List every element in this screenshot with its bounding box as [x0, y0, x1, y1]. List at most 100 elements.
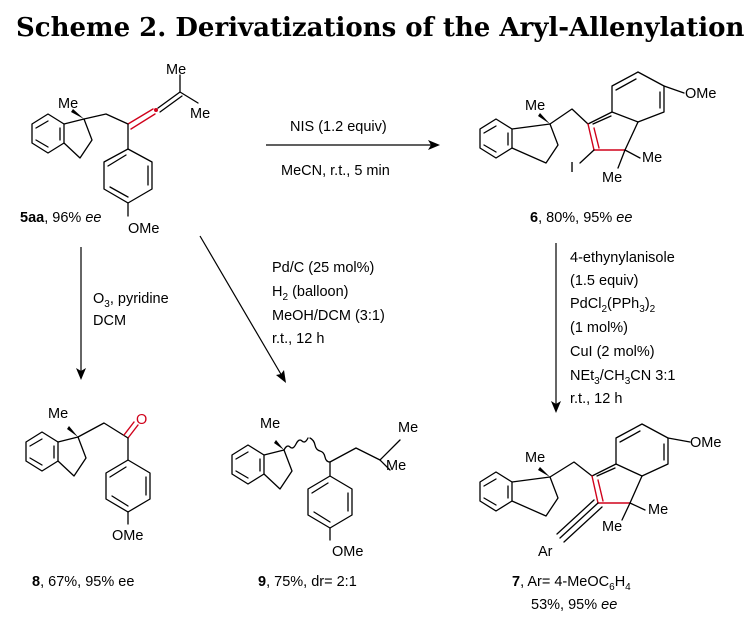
methoxy-label: OMe — [112, 528, 143, 544]
compound-7-structure: Me OMe Ar Me Me — [479, 423, 721, 560]
bond — [511, 123, 559, 164]
arrow-to-6 — [266, 140, 440, 150]
compound-6-structure: Me OMe I Me Me — [479, 71, 716, 186]
condition-nis: NIS (1.2 equiv) — [290, 119, 387, 135]
compound-yield: , 67%, 95% ee — [40, 574, 134, 590]
bond — [663, 85, 685, 94]
compound-id: 6 — [530, 210, 538, 226]
compound-5aa-label: 5aa, 96% ee — [20, 210, 101, 226]
methyl-label: Me — [190, 106, 210, 122]
methyl-label: Me — [648, 502, 668, 518]
compound-9-structure: Me Me Me OMe — [231, 416, 418, 560]
bond — [615, 423, 669, 477]
wedge-bond — [274, 440, 284, 450]
bond — [83, 113, 129, 125]
bond — [667, 437, 691, 443]
alkene-bond — [593, 127, 600, 149]
compound-yield: , 80%, 95% — [538, 210, 616, 226]
wedge-bond — [71, 109, 84, 119]
subscript: 6 — [609, 582, 615, 593]
wedge-bond — [538, 467, 550, 477]
carbonyl-bond — [127, 424, 139, 439]
methyl-label: Me — [602, 170, 622, 186]
methyl-label: Me — [642, 150, 662, 166]
condition-cui: CuI (2 mol%) — [570, 344, 655, 360]
compound-6-label: 6, 80%, 95% ee — [530, 210, 632, 226]
compound-ar-def: , Ar= 4-MeOC — [520, 574, 609, 590]
bond — [109, 466, 147, 507]
ee-label: ee — [616, 210, 632, 226]
compound-7-yield: 53%, 95% ee — [531, 597, 617, 613]
bond — [621, 502, 646, 521]
bond — [596, 467, 616, 477]
ee-label: ee — [85, 210, 101, 226]
oxygen-label: O — [136, 412, 147, 428]
bond — [629, 475, 643, 504]
bond — [549, 461, 593, 478]
methoxy-label: OMe — [128, 221, 159, 237]
bond — [157, 91, 181, 109]
compound-yield: , 75%, dr= 2:1 — [266, 574, 357, 590]
ee-label: ee — [601, 597, 617, 613]
condition-pdc: Pd/C (25 mol%) — [272, 260, 374, 276]
alkyne-bond — [556, 499, 595, 535]
bond — [103, 148, 153, 204]
condition-mecn: MeCN, r.t., 5 min — [281, 163, 390, 179]
iodo-label: I — [570, 160, 574, 176]
condition-time: r.t., 12 h — [570, 391, 622, 407]
condition-h2: H2 (balloon) — [272, 284, 349, 303]
carbonyl-bond — [123, 421, 135, 436]
wedge-bond — [538, 113, 550, 124]
compound-yield: 53%, 95% — [531, 597, 601, 613]
bond — [263, 449, 293, 490]
condition-pd-catalyst: PdCl2(PPh3)2 — [570, 296, 656, 315]
bond — [624, 121, 639, 151]
methyl-label: Me — [58, 96, 78, 112]
formula-part: H — [615, 574, 625, 590]
bond — [63, 118, 93, 159]
methoxy-label: OMe — [690, 435, 721, 451]
arrow-to-7 — [551, 243, 561, 413]
allene-bond — [127, 108, 154, 125]
condition-base-solvent: NEt3/CH3CN 3:1 — [570, 368, 675, 387]
bond — [379, 459, 391, 471]
condition-solvent: MeOH/DCM (3:1) — [272, 308, 385, 324]
methyl-label: Me — [48, 406, 68, 422]
methyl-label: Me — [386, 458, 406, 474]
wedge-bond — [67, 426, 78, 437]
wavy-bond — [309, 437, 331, 463]
alkene-bond — [591, 475, 599, 504]
bond — [549, 108, 589, 125]
bond — [159, 95, 183, 113]
methoxy-label: OMe — [685, 86, 716, 102]
scheme-title: Scheme 2. Derivatizations of the Aryl-Al… — [16, 13, 749, 43]
compound-9-label: 9, 75%, dr= 2:1 — [258, 574, 357, 590]
bond — [29, 438, 55, 466]
allene-bond — [130, 113, 156, 130]
bond — [329, 439, 401, 463]
compound-id: 8 — [32, 574, 40, 590]
methyl-label: Me — [525, 98, 545, 114]
condition-time: r.t., 12 h — [272, 331, 324, 347]
methyl-label: Me — [260, 416, 280, 432]
compound-8-structure: Me O OMe — [25, 406, 151, 544]
condition-pd-loading: (1 mol%) — [570, 320, 628, 336]
bond — [615, 78, 661, 109]
aryl-label: Ar — [538, 544, 553, 560]
bond — [511, 476, 559, 517]
compound-id: 7 — [512, 574, 520, 590]
alkyne-bond — [559, 502, 599, 539]
allene-carbon-dot — [154, 108, 158, 112]
bond — [579, 149, 641, 169]
bond — [179, 74, 199, 104]
arrow-to-9 — [199, 235, 286, 383]
bond — [483, 478, 509, 506]
wavy-bond — [283, 437, 309, 451]
bond — [611, 71, 665, 123]
subscript: 4 — [625, 582, 631, 593]
bond — [483, 125, 509, 153]
compound-7-label: 7, Ar= 4-MeOC6H4 — [512, 574, 631, 593]
bond — [307, 475, 353, 529]
alkene-bond — [597, 479, 604, 502]
